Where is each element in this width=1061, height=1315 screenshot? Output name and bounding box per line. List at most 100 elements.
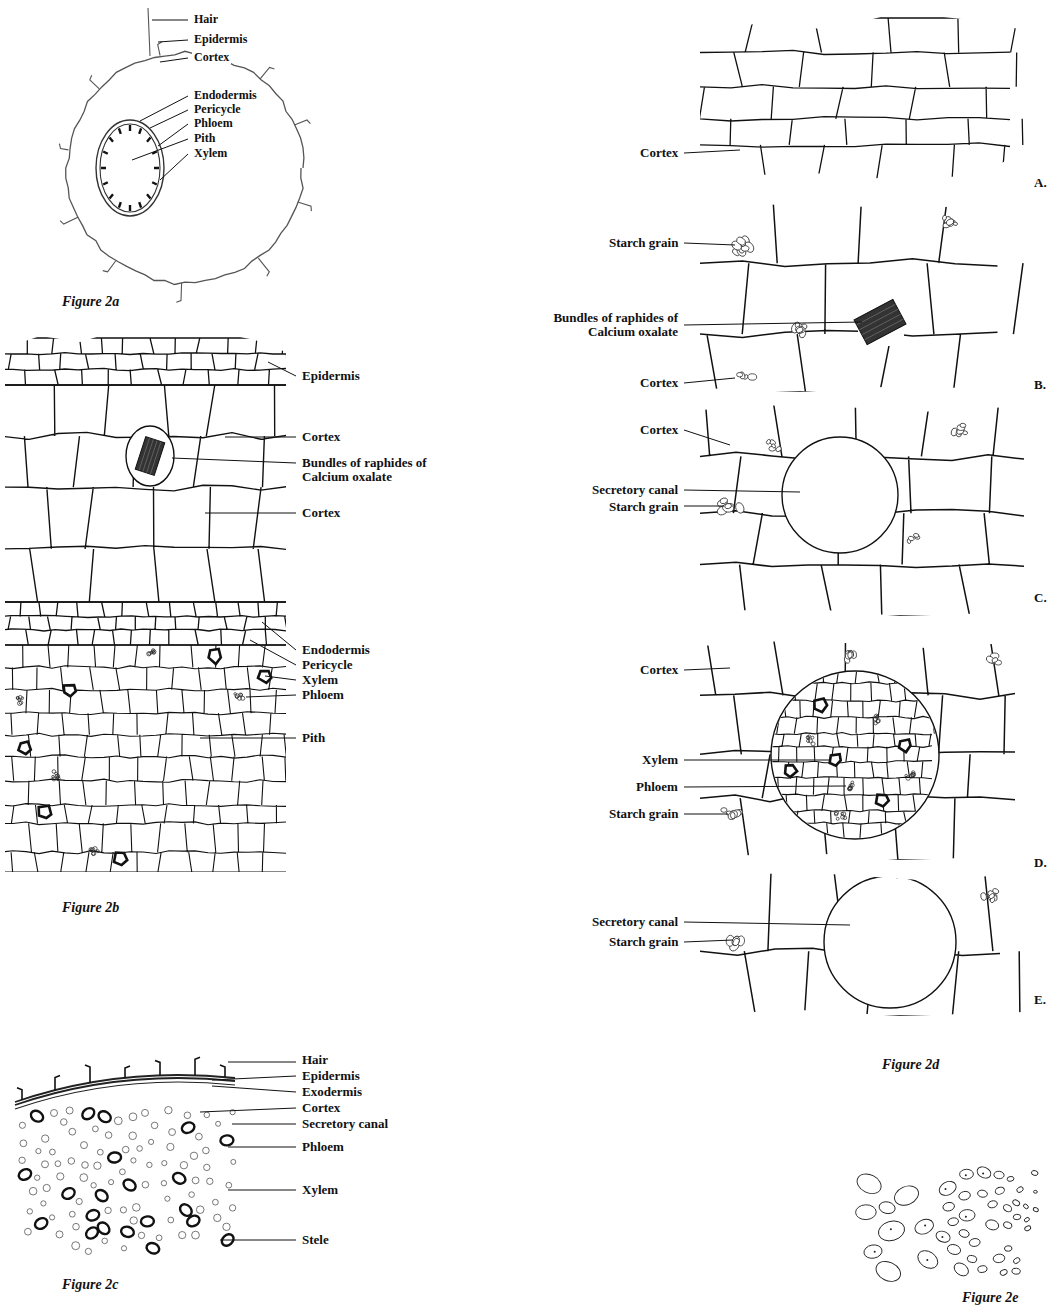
phloem-cell bbox=[234, 693, 237, 696]
phloem-cell bbox=[93, 847, 97, 851]
starch-grain bbox=[1012, 1257, 1021, 1265]
phloem-cell bbox=[848, 787, 852, 791]
starch-grain bbox=[1003, 1221, 1013, 1229]
secretory-canal bbox=[72, 1242, 80, 1250]
part-label: Pericycle bbox=[192, 103, 243, 116]
part-label: Starch grain bbox=[607, 500, 680, 514]
phloem-cell bbox=[808, 739, 812, 743]
secretory-canal bbox=[120, 1169, 126, 1175]
part-label: Phloem bbox=[634, 780, 680, 794]
hilum-dot bbox=[941, 1236, 943, 1238]
vascular-detail bbox=[700, 638, 1015, 860]
phloem-cell bbox=[841, 815, 845, 819]
starch-grain bbox=[958, 1228, 970, 1238]
starch-grain bbox=[795, 326, 805, 334]
starch-grain bbox=[993, 1253, 1006, 1263]
secretory-canal bbox=[207, 1178, 213, 1184]
root-hair bbox=[59, 8, 311, 302]
starch-grain bbox=[942, 1201, 955, 1212]
secretory-canal bbox=[226, 1182, 232, 1188]
secretory-canal bbox=[142, 1109, 149, 1116]
secretory-canal bbox=[824, 876, 956, 1008]
starch-grain bbox=[991, 657, 998, 664]
starch-grain bbox=[873, 1258, 904, 1285]
starch-grain bbox=[914, 1247, 941, 1272]
vascular-bundle bbox=[107, 1152, 121, 1164]
starch-grain bbox=[731, 935, 742, 947]
starch-grain bbox=[876, 1218, 907, 1244]
part-label: Cortex bbox=[638, 423, 680, 437]
starch-grain bbox=[913, 1217, 936, 1237]
part-label: Bundles of raphides of Calcium oxalate bbox=[544, 311, 680, 340]
secretory-canal bbox=[27, 1209, 32, 1214]
starch-grain bbox=[937, 1179, 959, 1198]
part-label: Xylem bbox=[640, 753, 680, 767]
panel-letter: C. bbox=[1032, 591, 1049, 605]
raphide-needle bbox=[862, 314, 901, 335]
secretory-canal bbox=[196, 1206, 204, 1214]
part-label: Pith bbox=[300, 731, 327, 745]
part-label: Pericycle bbox=[300, 658, 355, 672]
part-label: Endodermis bbox=[192, 89, 259, 102]
part-label: Hair bbox=[300, 1053, 330, 1067]
cell-walls bbox=[0, 645, 292, 872]
xylem-vessel bbox=[209, 649, 221, 664]
part-label: Exodermis bbox=[300, 1085, 364, 1099]
starch-grain bbox=[1033, 1190, 1037, 1193]
starch-grain bbox=[975, 1165, 992, 1181]
starch-grain bbox=[854, 1170, 885, 1197]
starch-grain bbox=[952, 1260, 971, 1278]
starch-grain bbox=[908, 536, 915, 542]
starch-grain bbox=[1033, 1207, 1039, 1213]
vascular-bundle bbox=[145, 1241, 161, 1255]
secretory-canal bbox=[105, 1207, 111, 1213]
starch-grain bbox=[1011, 1268, 1020, 1275]
starch-grain bbox=[1031, 1170, 1039, 1176]
hilum-dot bbox=[982, 1173, 984, 1175]
starch-grain bbox=[980, 892, 987, 901]
figure-caption: Figure 2a bbox=[60, 294, 121, 309]
root-section-detail bbox=[0, 338, 292, 872]
vascular-bundle bbox=[29, 1109, 45, 1124]
secretory-canal bbox=[151, 1122, 158, 1129]
secretory-canal bbox=[35, 1175, 40, 1180]
secretory-canal bbox=[114, 1117, 122, 1125]
phloem-cell bbox=[911, 773, 915, 777]
secretory-canal bbox=[73, 1223, 80, 1230]
secretory-canal bbox=[76, 1198, 82, 1204]
stele-outline bbox=[771, 671, 939, 839]
raphide-needle bbox=[139, 438, 150, 470]
starch-grain bbox=[945, 218, 954, 226]
raphide-needle bbox=[143, 439, 154, 471]
hilum-dot bbox=[965, 1216, 967, 1218]
secretory-canal bbox=[138, 1232, 144, 1238]
starch-grain bbox=[847, 652, 852, 659]
starch-grain bbox=[984, 1218, 999, 1231]
phloem-cell bbox=[905, 774, 907, 776]
vascular-bundle bbox=[220, 1135, 234, 1146]
vascular-bundle bbox=[180, 1120, 196, 1134]
starch-grain bbox=[947, 1217, 959, 1227]
cell-walls bbox=[699, 18, 1022, 182]
phloem-cell bbox=[152, 649, 155, 652]
figure-caption: Figure 2e bbox=[960, 1290, 1020, 1305]
starch-grain bbox=[891, 1182, 921, 1209]
starch-grain bbox=[959, 1209, 975, 1221]
rhizome-cross-section bbox=[15, 1057, 236, 1255]
cell-walls bbox=[0, 602, 290, 645]
xylem-vessel bbox=[64, 685, 76, 696]
starch-grain bbox=[994, 1171, 1005, 1179]
xylem-vessel bbox=[785, 765, 797, 777]
secretory-canal bbox=[102, 1238, 108, 1244]
secretory-canal bbox=[130, 1217, 137, 1224]
starch-grain bbox=[726, 809, 739, 821]
secretory-canal bbox=[109, 1180, 114, 1185]
part-label: Endodermis bbox=[300, 643, 372, 657]
secretory-canal bbox=[190, 1152, 197, 1159]
secretory-canal bbox=[68, 1158, 75, 1165]
starch-grain bbox=[959, 1169, 973, 1179]
starch-grain bbox=[1024, 1225, 1031, 1232]
secretory-canal bbox=[51, 1110, 58, 1117]
xylem-vessel bbox=[899, 740, 911, 753]
